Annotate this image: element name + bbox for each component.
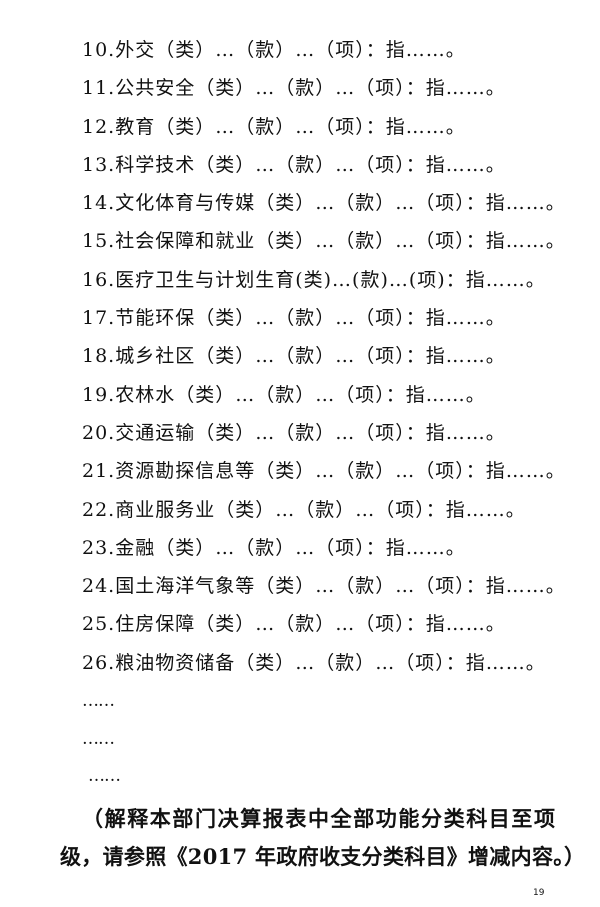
page-number: 19 [533, 888, 545, 898]
list-item: 13.科学技术（类）…（款）…（项）：指……。 [82, 153, 506, 176]
ellipsis-line: …… [82, 728, 115, 749]
list-item: 20.交通运输（类）…（款）…（项）：指……。 [82, 421, 506, 444]
explanatory-note: （解释本部门决算报表中全部功能分类科目至项 级，请参照《2017 年政府收支分类… [60, 800, 586, 876]
list-item: 21.资源勘探信息等（类）…（款）…（项）：指……。 [82, 460, 566, 483]
list-item: 24.国土海洋气象等（类）…（款）…（项）：指……。 [82, 575, 566, 598]
list-item: 26.粮油物资储备（类）…（款）…（项）：指……。 [82, 651, 546, 674]
list-item: 25.住房保障（类）…（款）…（项）：指……。 [82, 613, 506, 636]
list-item: 17.节能环保（类）…（款）…（项）：指……。 [82, 307, 506, 330]
list-item: 14.文化体育与传媒（类）…（款）…（项）：指……。 [82, 192, 566, 215]
list-item: 11.公共安全（类）…（款）…（项）：指……。 [82, 77, 506, 100]
continuation-ellipses: …… …… …… [82, 683, 121, 796]
list-item: 18.城乡社区（类）…（款）…（项）：指……。 [82, 345, 506, 368]
list-item: 15.社会保障和就业（类）…（款）…（项）：指……。 [82, 230, 566, 253]
list-item: 22.商业服务业（类）…（款）…（项）：指……。 [82, 498, 526, 521]
list-item: 10.外交（类）…（款）…（项）：指……。 [82, 39, 466, 61]
list-item: 16.医疗卫生与计划生育(类)…(款)…(项)：指……。 [82, 268, 546, 291]
category-list: 10.外交（类）…（款）…（项）：指……。 11.公共安全（类）…（款）…（项）：… [82, 31, 566, 682]
note-line-2: 级，请参照《2017 年政府收支分类科目》增减内容。） [60, 844, 586, 869]
list-item: 19.农林水（类）…（款）…（项）：指……。 [82, 383, 486, 406]
ellipsis-line: …… [88, 766, 121, 786]
list-item: 12.教育（类）…（款）…（项）：指……。 [82, 115, 466, 138]
note-line-1: （解释本部门决算报表中全部功能分类科目至项 [82, 806, 557, 831]
ellipsis-line: …… [82, 691, 115, 711]
list-item: 23.金融（类）…（款）…（项）：指……。 [82, 536, 466, 559]
